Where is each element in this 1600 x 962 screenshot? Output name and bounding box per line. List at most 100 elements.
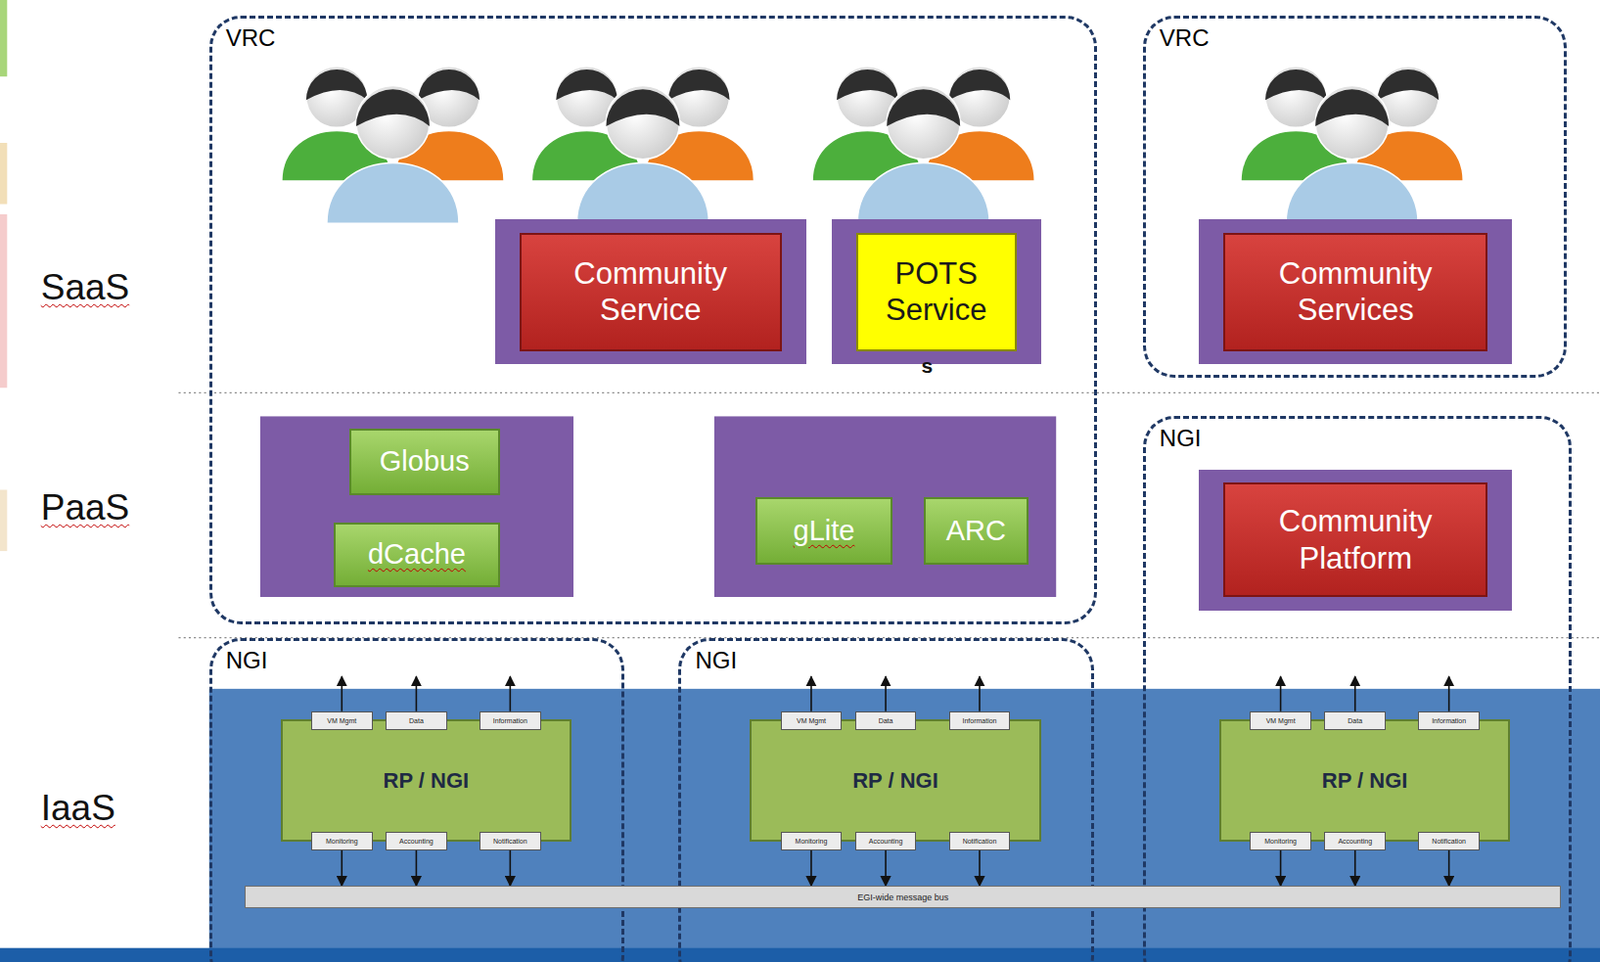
box-label: Data [409,717,424,725]
middleware-box: dCache [333,522,501,588]
box-label: Information [1431,717,1466,725]
person-hair [1377,69,1440,100]
arrow-connector [509,850,512,887]
region-label: NGI [226,648,269,673]
interface-box: Information [479,711,542,731]
service-box: POTS Service [831,219,1042,365]
box-label: Notification [493,837,528,845]
box-label: Accounting [868,837,904,845]
box-label: RP / NGI [1322,768,1409,794]
box-label: Information [961,717,997,725]
interface-box: VM Mgmt [780,711,843,731]
person-hair [356,89,430,127]
person-hair [418,69,481,100]
community-region: Community Service POTS ServiceGlobus dCach… [209,15,1098,626]
person-head [886,86,960,160]
person-hair [949,69,1011,100]
box-label: ARC [946,514,1006,548]
box-label: Monitoring [325,837,359,845]
region-label: NGI [694,648,737,673]
service-box: Community Platform [1198,469,1512,611]
interface-box: Data [855,711,917,731]
interface-box: VM Mgmt [311,711,373,731]
interface-box: Monitoring [780,831,843,851]
community-region: VM Mgmt Data InformationMonitoring Accounti… [209,638,625,962]
user-group [531,66,754,225]
box-label: Community Platform [1223,482,1488,597]
box-label: Monitoring [1264,837,1297,845]
interface-arrow [978,676,981,711]
interface-box: Data [1324,711,1386,731]
region-label: VRC [226,26,276,50]
box-label: VM Mgmt [796,717,826,725]
interface-box: Accounting [1324,831,1386,851]
interface-box: Information [949,711,1011,731]
person-hair [1265,69,1327,100]
interface-box: Accounting [855,831,917,851]
slide-strip [0,142,7,205]
box-label: dCache [367,538,466,571]
region-label: NGI [1159,426,1202,451]
interface-arrow [340,676,343,711]
service-box: Community Service [495,219,807,365]
box-label: Notification [1431,837,1466,845]
box-label: Community Service [519,232,782,352]
interface-box: Monitoring [311,831,373,851]
box-label: RP / NGI [383,768,470,794]
service-box: Community Services [1198,219,1512,365]
layer-label: SaaS [41,267,131,309]
arrow-connector [1354,850,1357,887]
box-label: Globus [379,445,470,478]
box-label: gLite [793,514,856,548]
person-head [356,86,430,160]
box-label: Monitoring [795,837,828,845]
person-hair [555,69,618,100]
message-bus: EGI-wide message bus [244,885,1561,909]
box-label: VM Mgmt [326,717,357,725]
middleware-box: Globus [349,428,501,496]
person-head [605,86,680,160]
person-hair [886,89,960,127]
person-body [576,162,709,224]
arrow-connector [884,850,887,887]
user-group [281,66,504,225]
middleware-box: ARC [923,497,1029,565]
person-head [1315,86,1389,160]
interface-arrow [1280,676,1282,711]
interface-box: VM Mgmt [1249,711,1312,731]
interface-arrow [810,676,813,711]
box-label: VM Mgmt [1266,717,1296,725]
box-label: Data [878,717,894,725]
interface-box: Accounting [385,831,448,851]
arrow-connector [340,850,343,887]
layer-label: PaaS [41,487,131,529]
arrow-connector [1280,850,1282,887]
interface-arrow [509,676,512,711]
person-hair [1315,89,1389,127]
box-label: POTS Service [856,232,1017,352]
arrow-connector [978,850,981,887]
iaas-band [209,688,1600,952]
slide-strip [0,490,7,552]
resource-provider-box: VM MgmtDataInformationMonitoringAccounti… [1219,719,1510,842]
user-groups [281,66,1463,225]
interface-arrow [415,676,418,711]
layer-label: IaaS [41,787,116,829]
layer-separator [178,392,1600,394]
interface-box: Notification [479,831,542,851]
box-label: Data [1347,717,1363,725]
box-label: Community Services [1223,232,1488,352]
interface-box: Information [1417,711,1480,731]
user-group [812,66,1035,225]
resource-provider-box: VM MgmtDataInformationMonitoringAccounti… [280,719,572,842]
bottom-bar [0,948,1600,962]
slide-strip [0,214,7,388]
platform-panel [260,415,574,597]
interface-box: Monitoring [1249,831,1312,851]
arrow-connector [415,850,418,887]
box-label: Information [493,717,528,725]
arrow-connector [810,850,813,887]
middleware-box: gLite [755,497,894,565]
slide-strip [0,0,7,77]
